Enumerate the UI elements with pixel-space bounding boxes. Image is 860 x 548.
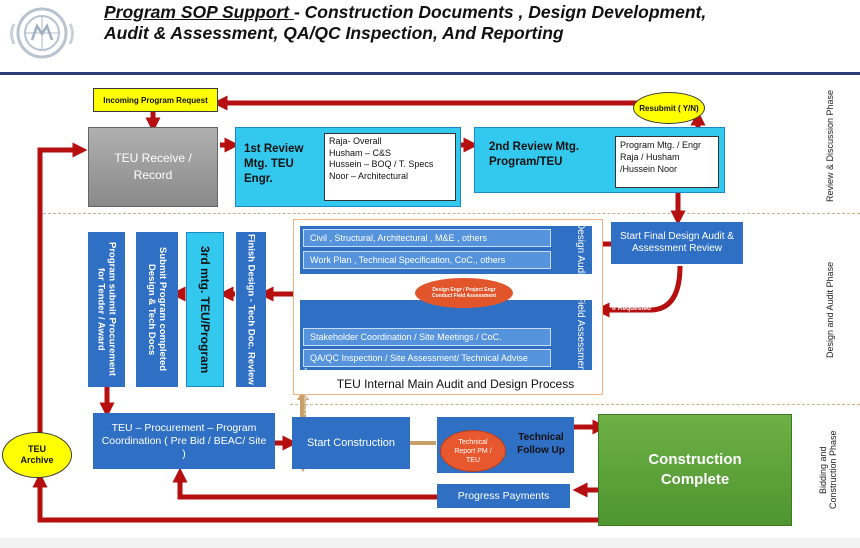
start-construction-box: Start Construction xyxy=(292,417,410,469)
review1-people: Raja- Overall Husham – C&S Hussein – BOQ… xyxy=(324,133,456,201)
review1-person: Husham – C&S xyxy=(329,147,392,158)
third-mtg-box: 3rd mtg. TEU/Program xyxy=(186,232,224,387)
review1-title: 1st Review Mtg. TEU Engr. xyxy=(244,143,304,185)
arrow-complete-to-archive xyxy=(32,472,598,523)
review2-people: Program Mtg. / Engr Raja / Husham /Husse… xyxy=(615,136,719,188)
finish-design-label: Finish Design - Tech Doc. Review xyxy=(245,234,257,385)
footer-strip xyxy=(0,538,860,548)
teu-procurement-box: TEU – Procurement – Program Coordination… xyxy=(93,413,275,469)
review2-person: Raja / Husham /Hussein Noor xyxy=(620,152,680,174)
arrow-payments-to-procurement xyxy=(172,467,437,500)
review2-box: 2nd Review Mtg. Program/TEU Program Mtg.… xyxy=(474,127,725,193)
procurement-submit-box: Program submit Procurement for Tender / … xyxy=(88,232,125,387)
phase-divider xyxy=(290,404,860,405)
incoming-request-box: Incoming Program Request xyxy=(93,88,218,112)
organization-logo xyxy=(6,4,90,62)
field-assessment-ellipse: Design Engr / Project Engr Conduct Field… xyxy=(415,278,513,308)
technical-followup-label: Technical Follow Up xyxy=(517,432,565,456)
teu-archive-ellipse: TEU Archive xyxy=(2,432,72,478)
arrow-final-to-field xyxy=(594,265,683,318)
design-audit-item: Civil , Structural, Architectural , M&E … xyxy=(303,229,551,247)
review1-person: Raja- Overall xyxy=(329,136,382,146)
design-audit-label: Design Audit xyxy=(575,221,586,279)
submit-program-label: Submit Program completed Design & Tech D… xyxy=(146,247,168,372)
header-divider xyxy=(0,72,860,75)
technical-report-ellipse: Technical Report PM / TEU xyxy=(440,430,506,472)
resubmit-ellipse: Resubmit ( Y/N) xyxy=(633,92,705,124)
phase-divider xyxy=(38,213,860,214)
procurement-submit-label: Program submit Procurement for Tender / … xyxy=(95,242,118,377)
final-design-review-box: Start Final Design Audit & Assessment Re… xyxy=(611,222,743,264)
teu-receive-box: TEU Receive / Record xyxy=(88,127,218,207)
field-item: QA/QC Inspection / Site Assessment/ Tech… xyxy=(303,349,551,367)
design-audit-item: Work Plan , Technical Specification, CoC… xyxy=(303,251,551,269)
progress-payments-box: Progress Payments xyxy=(437,484,570,508)
construction-complete-box: Construction Complete xyxy=(598,414,792,526)
field-item: Stakeholder Coordination / Site Meetings… xyxy=(303,328,551,346)
review1-person: Hussein – BOQ / T. Specs xyxy=(329,159,434,169)
review1-person: Noor – Architectural xyxy=(329,170,409,181)
audit-process-label: TEU Internal Main Audit and Design Proce… xyxy=(336,377,575,391)
review2-person: Program Mtg. / Engr xyxy=(620,140,702,150)
page-title: Program SOP Support - Construction Docum… xyxy=(104,2,707,43)
submit-program-box: Submit Program completed Design & Tech D… xyxy=(136,232,178,387)
finish-design-box: Finish Design - Tech Doc. Review xyxy=(236,232,266,387)
arrow-archive-to-receive xyxy=(37,142,88,436)
if-accepted-label: If Accepted By Program xyxy=(302,368,308,416)
if-requested-label: If Requested xyxy=(612,305,652,312)
review2-title: 2nd Review Mtg. Program/TEU xyxy=(489,141,580,168)
field-assessment-label: Field Assessment xyxy=(575,295,586,375)
review1-box: 1st Review Mtg. TEU Engr. Raja- Overall … xyxy=(235,127,461,207)
third-mtg-label: 3rd mtg. TEU/Program xyxy=(198,245,212,374)
